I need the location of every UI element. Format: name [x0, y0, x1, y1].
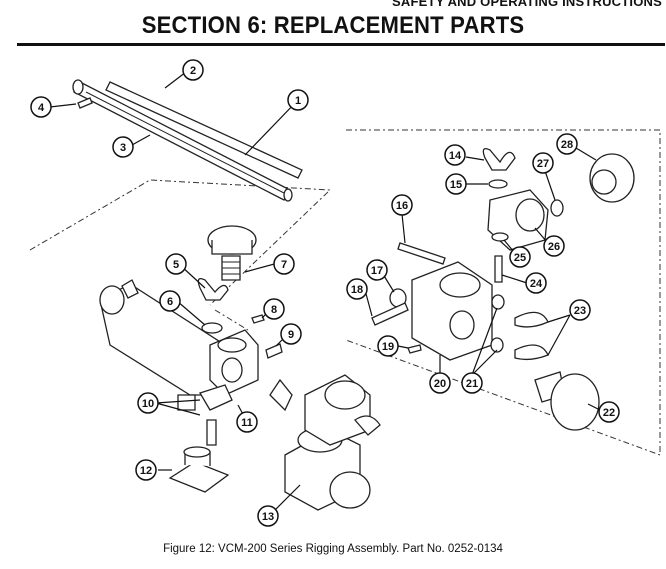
callout-23: 23: [569, 299, 591, 321]
callout-22: 22: [598, 401, 620, 423]
callout-13: 13: [257, 505, 279, 527]
callout-8-label: 8: [271, 304, 277, 316]
callout-15-label: 15: [450, 179, 462, 191]
exploded-parts-diagram: 1 2 3 4 5 6 7 8 9 10 11 12 13 14 15 16 1…: [29, 59, 661, 527]
callout-25: 25: [509, 246, 531, 268]
callout-9: 9: [280, 323, 302, 345]
callout-3-label: 3: [120, 142, 126, 154]
callout-12-label: 12: [140, 465, 152, 477]
callout-10-label: 10: [142, 398, 154, 410]
callout-4: 4: [30, 96, 52, 118]
assembly-13: [269, 374, 381, 511]
callout-21-label: 21: [466, 378, 478, 390]
right-group: [371, 147, 635, 431]
callout-17-label: 17: [371, 265, 383, 277]
figure-caption: Figure 12: VCM-200 Series Rigging Assemb…: [163, 543, 503, 555]
callout-16: 16: [391, 194, 413, 216]
callout-26: 26: [543, 235, 565, 257]
callout-27: 27: [532, 152, 554, 174]
callout-14: 14: [444, 144, 466, 166]
base-12: [168, 446, 230, 493]
callout-28: 28: [556, 133, 578, 155]
callout-2-label: 2: [190, 65, 196, 77]
running-header: SAFETY AND OPERATING INSTRUCTIONS: [392, 0, 662, 9]
callout-10: 10: [137, 392, 159, 414]
callout-1-label: 1: [295, 95, 301, 107]
callout-26-label: 26: [548, 241, 560, 253]
callout-9-label: 9: [288, 329, 294, 341]
callout-12: 12: [135, 459, 157, 481]
main-arm: [99, 279, 226, 411]
callout-4-label: 4: [38, 102, 45, 114]
callout-20: 20: [429, 372, 451, 394]
callout-2: 2: [182, 59, 204, 81]
callout-28-label: 28: [561, 139, 573, 151]
callout-21: 21: [461, 372, 483, 394]
callout-18: 18: [346, 278, 368, 300]
callout-7-label: 7: [281, 259, 287, 271]
callout-13-label: 13: [262, 511, 274, 523]
callout-20-label: 20: [434, 378, 446, 390]
callout-11: 11: [236, 411, 258, 433]
callout-15: 15: [445, 173, 467, 195]
callout-25-label: 25: [514, 252, 526, 264]
callout-19: 19: [377, 335, 399, 357]
callout-markers: 1 2 3 4 5 6 7 8 9 10 11 12 13 14 15 16 1…: [30, 59, 620, 527]
leader-lines: [49, 71, 601, 511]
callout-16-label: 16: [396, 200, 408, 212]
callout-19-label: 19: [382, 341, 394, 353]
callout-18-label: 18: [351, 284, 363, 296]
callout-1: 1: [287, 89, 309, 111]
callout-11-label: 11: [241, 417, 253, 429]
callout-5: 5: [165, 253, 187, 275]
callout-8: 8: [263, 298, 285, 320]
callout-6: 6: [159, 290, 181, 312]
header-rule: [17, 43, 665, 46]
callout-17: 17: [366, 259, 388, 281]
callout-24: 24: [525, 272, 547, 294]
callout-14-label: 14: [449, 150, 462, 162]
section-title: SECTION 6: REPLACEMENT PARTS: [141, 12, 525, 39]
callout-24-label: 24: [530, 278, 543, 290]
callout-7: 7: [273, 253, 295, 275]
callout-27-label: 27: [537, 158, 549, 170]
knob-7: [207, 225, 257, 281]
callout-22-label: 22: [603, 407, 615, 419]
callout-6-label: 6: [167, 296, 173, 308]
callout-23-label: 23: [574, 305, 586, 317]
callout-5-label: 5: [173, 259, 179, 271]
rod-assembly: [72, 79, 303, 202]
callout-3: 3: [112, 136, 134, 158]
clamp-block: [209, 329, 259, 396]
